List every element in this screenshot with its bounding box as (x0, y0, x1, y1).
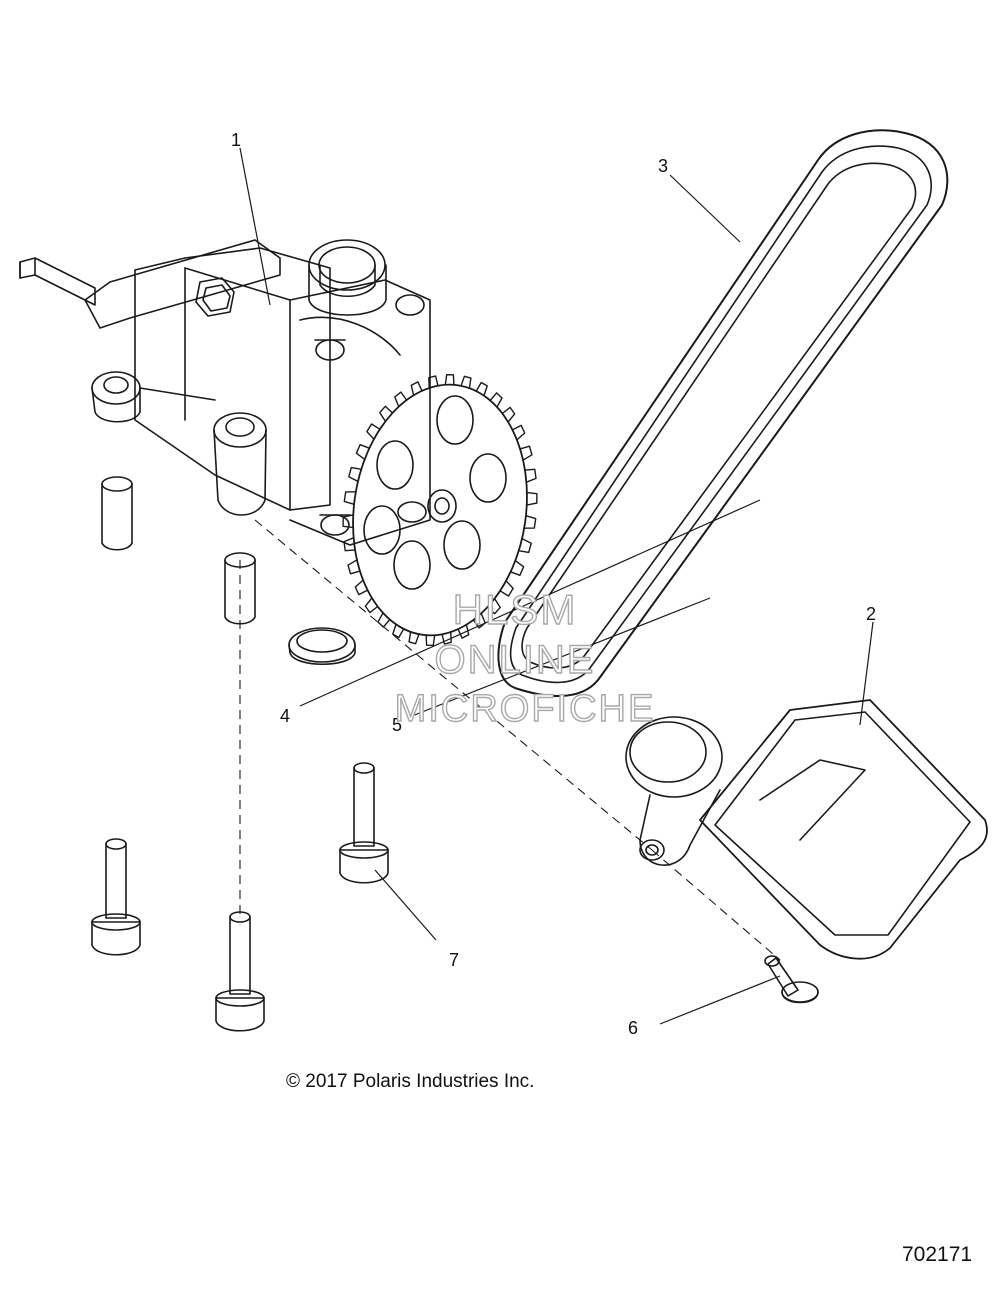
callout-2: 2 (866, 604, 877, 624)
sprocket-tooth (355, 580, 367, 595)
sprocket-tooth (349, 468, 362, 482)
sprocket-tooth (356, 445, 369, 460)
oil-pickup-strainer (626, 700, 987, 959)
watermark-line-2: ONLINE (434, 637, 596, 682)
sprocket-tooth (525, 469, 536, 482)
sprocket-tooth (445, 375, 454, 385)
sprocket-tooth (348, 560, 360, 574)
sprocket-tooth (367, 424, 380, 439)
sprocket-tooth (429, 376, 438, 388)
callout-5: 5 (392, 715, 403, 735)
sprocket-tooth (527, 493, 537, 506)
sprocket-tooth (519, 539, 532, 553)
bolt-item-6 (765, 956, 818, 1003)
sprocket-tooth (442, 632, 451, 644)
bolt-item-7 (340, 763, 388, 883)
sprocket-tooth (409, 632, 419, 644)
bolt-center (216, 912, 264, 1031)
sprocket-tooth (344, 492, 356, 505)
copyright-notice: © 2017 Polaris Industries Inc. (286, 1071, 535, 1092)
sprocket-tooth (411, 382, 422, 396)
watermark-line-1: HLSM (452, 585, 578, 633)
sprocket-tooth (344, 538, 355, 551)
sprocket-tooth (378, 613, 390, 627)
callout-6: 6 (628, 1018, 639, 1038)
sprocket-tooth (395, 392, 407, 407)
sprocket-tooth (365, 598, 377, 613)
drawing-number: 702171 (902, 1243, 973, 1266)
callout-4: 4 (280, 706, 291, 726)
dashed-alignment-lines (240, 520, 780, 960)
callout-7: 7 (449, 950, 460, 970)
sprocket-tooth (476, 383, 487, 396)
sprocket-tooth (343, 515, 353, 528)
sprocket-tooth (490, 393, 502, 407)
sprocket-tooth (488, 599, 501, 614)
sprocket-tooth (520, 446, 532, 460)
sprocket-tooth (393, 624, 404, 637)
sprocket-tooth (524, 516, 536, 529)
sprocket-tooth (502, 407, 514, 422)
callout-1: 1 (231, 130, 242, 150)
seal-ring (289, 628, 355, 664)
callout-3: 3 (658, 156, 669, 176)
watermark-line-3: MICROFICHE (394, 687, 656, 730)
sprocket-tooth (473, 613, 485, 628)
oil-pump-assembly (20, 240, 430, 545)
sprocket-tooth (380, 406, 393, 421)
sprocket-tooth (426, 635, 435, 645)
sprocket-tooth (512, 425, 524, 440)
pump-sprocket (337, 373, 542, 646)
dowel-pin-left (102, 477, 132, 550)
sprocket-tooth (500, 581, 513, 596)
sprocket-tooth (511, 561, 524, 576)
drive-belt (498, 130, 947, 696)
sprocket-tooth (458, 625, 469, 639)
sprocket-tooth (461, 376, 471, 388)
leader-lines (240, 148, 873, 1024)
bolt-left (92, 839, 140, 955)
